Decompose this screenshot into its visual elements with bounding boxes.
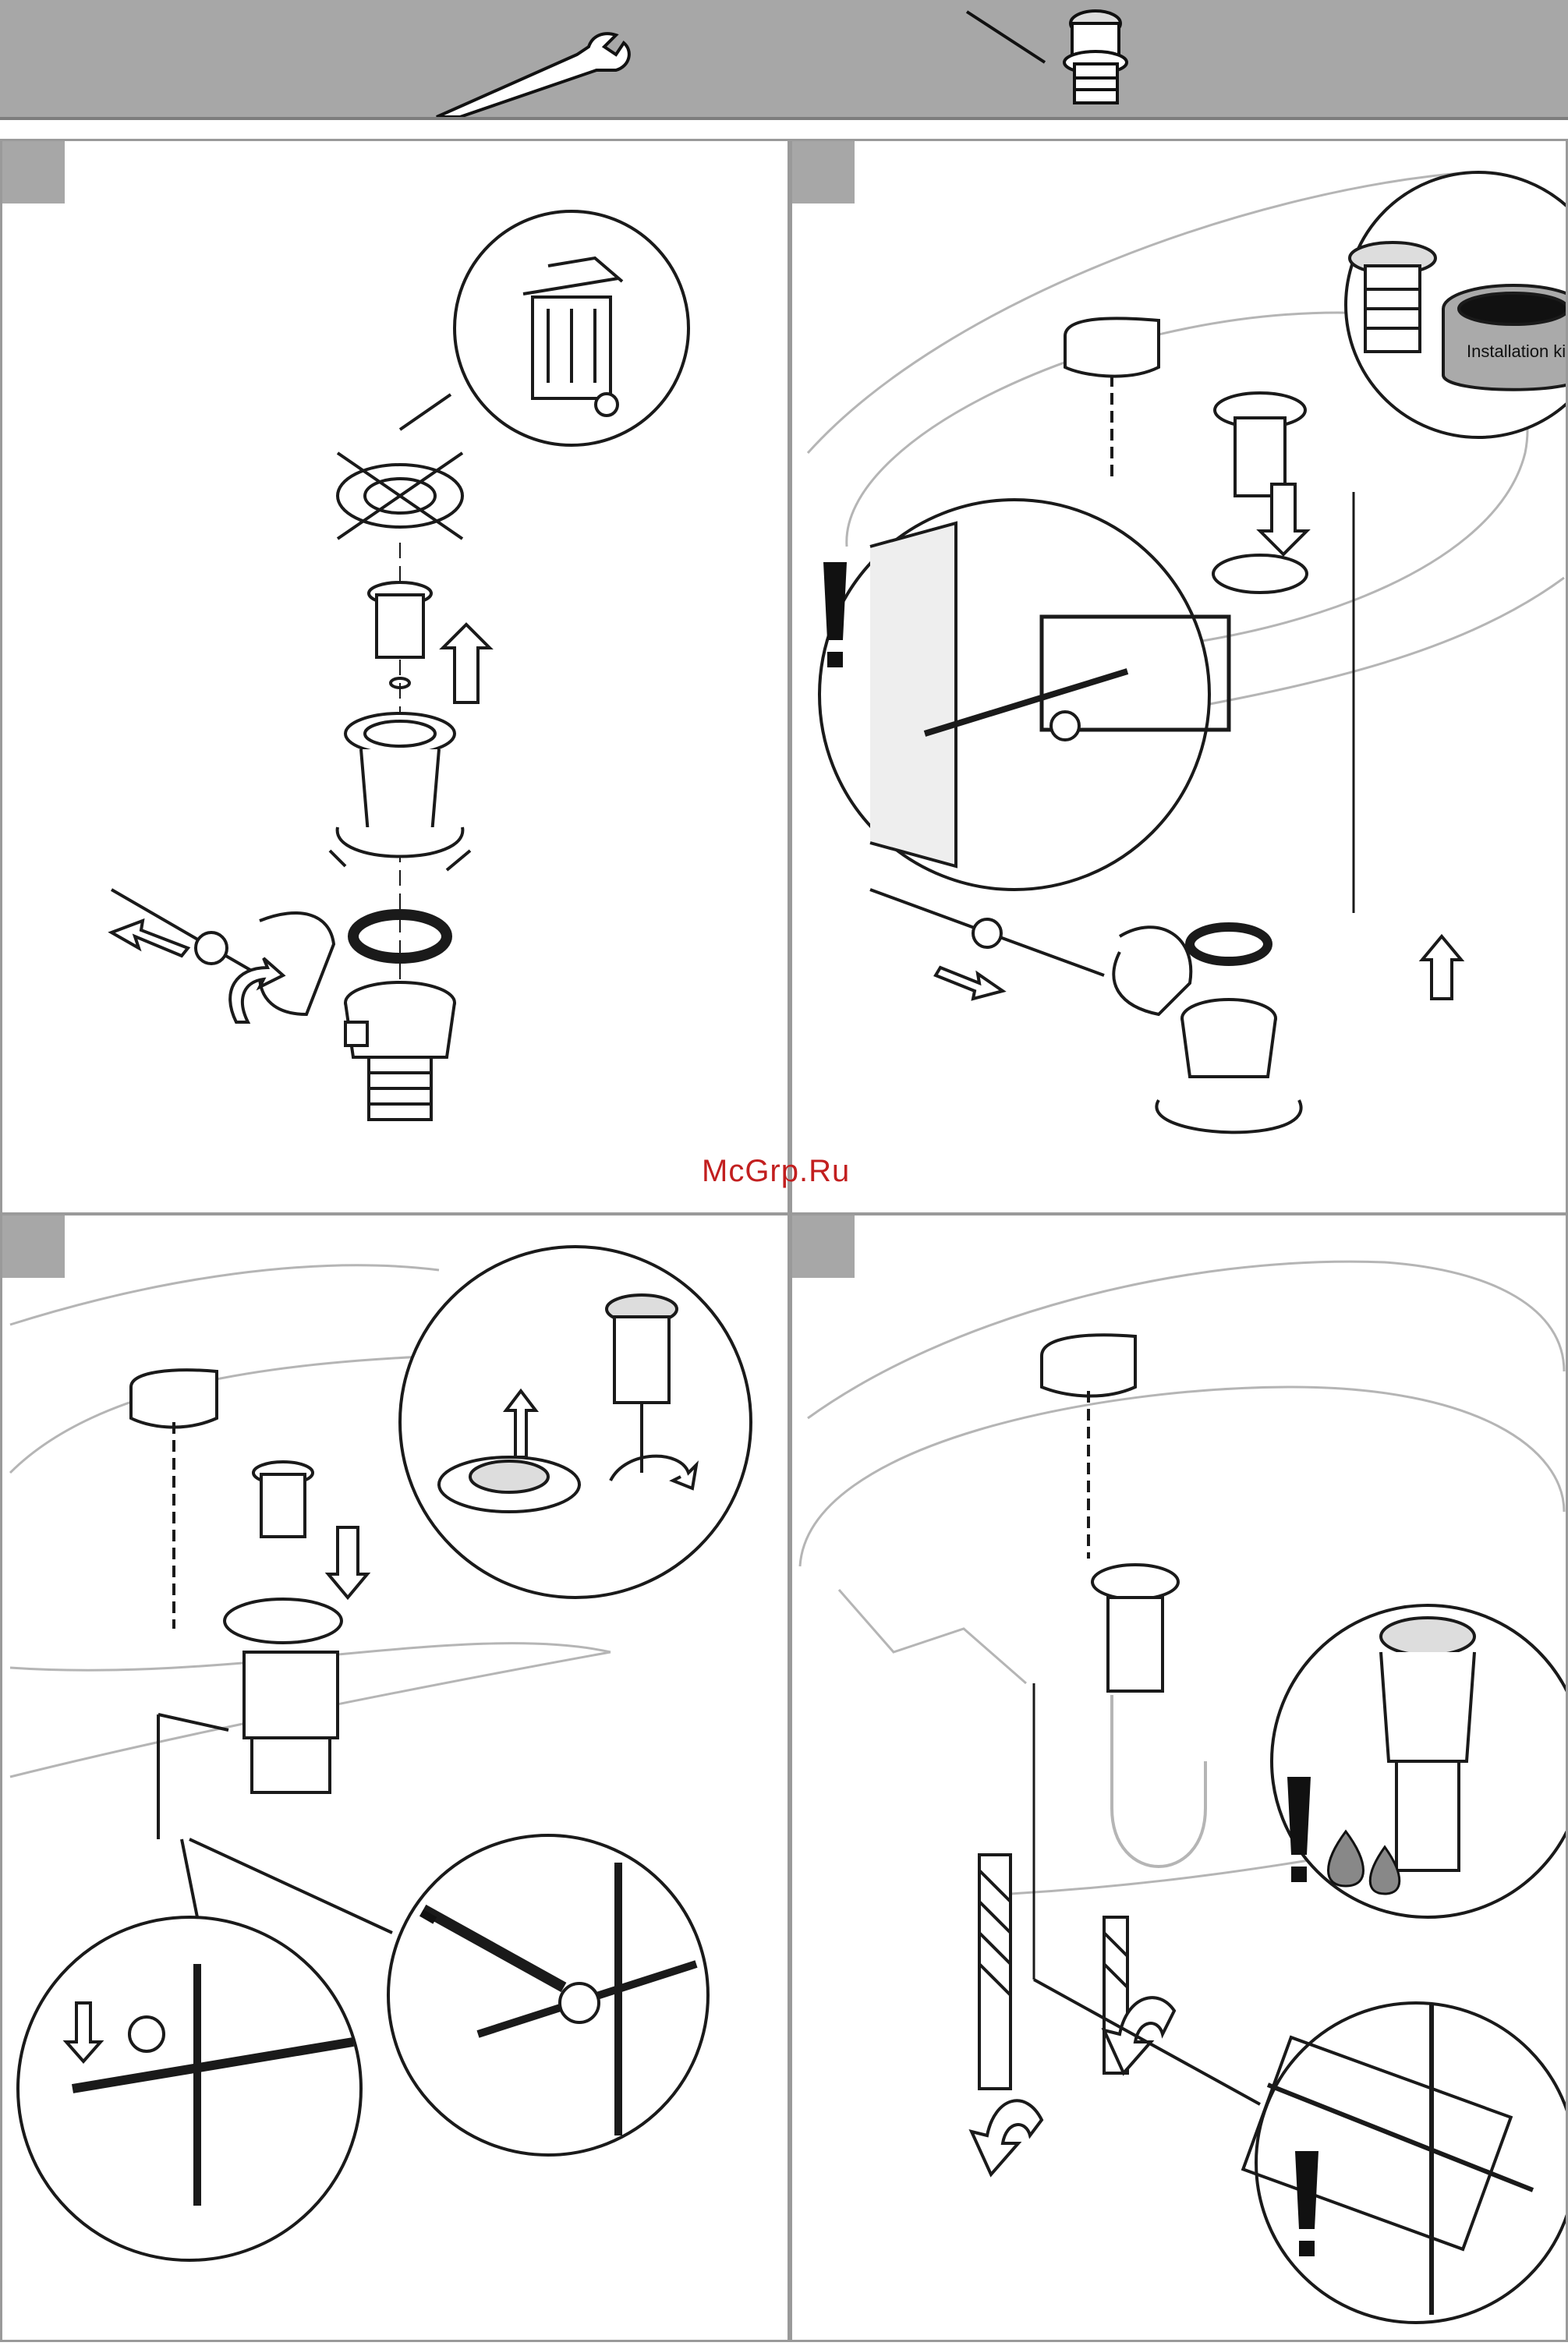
header-bar [0, 0, 1568, 120]
watermark: McGrp.Ru [702, 1154, 850, 1189]
warning-callout [819, 500, 1229, 890]
step-panel-4 [790, 1213, 1568, 2342]
arrow-right-icon [936, 968, 1003, 999]
pop-up-waste-icon [967, 11, 1127, 103]
drain-lower-body [1156, 1000, 1301, 1132]
tap [131, 1370, 217, 1629]
arrow-down-icon [328, 1527, 367, 1598]
arrow-up-icon [443, 625, 490, 702]
drain-body [330, 713, 470, 870]
plug [253, 1462, 313, 1537]
crossed-out-seal-icon [338, 453, 462, 539]
leak-check-callout [1272, 1605, 1568, 1917]
wrench-icon [437, 34, 629, 117]
plug-adjust-callout [400, 1247, 751, 1598]
trash-bin-icon [400, 211, 688, 445]
step-panel-3 [0, 1213, 790, 2342]
tap [1065, 318, 1159, 476]
installation-kit-icon: Installation kit [1346, 172, 1568, 437]
arrow-up-icon [1422, 936, 1461, 999]
pivot-rod [111, 890, 334, 1014]
tap [1042, 1335, 1135, 1559]
step-panel-2: Installation kit [790, 139, 1568, 1215]
rod-clamp-callout [18, 1839, 361, 2260]
o-ring [1190, 927, 1268, 961]
drain-lower-body [345, 982, 455, 1120]
installation-kit-label: Installation kit [1467, 341, 1568, 361]
pivot-rod [870, 890, 1191, 1014]
drain-body [1092, 1565, 1205, 1867]
drain-body [225, 1599, 342, 1792]
step-panel-1 [0, 139, 790, 1215]
warning-icon [1287, 1777, 1311, 1882]
